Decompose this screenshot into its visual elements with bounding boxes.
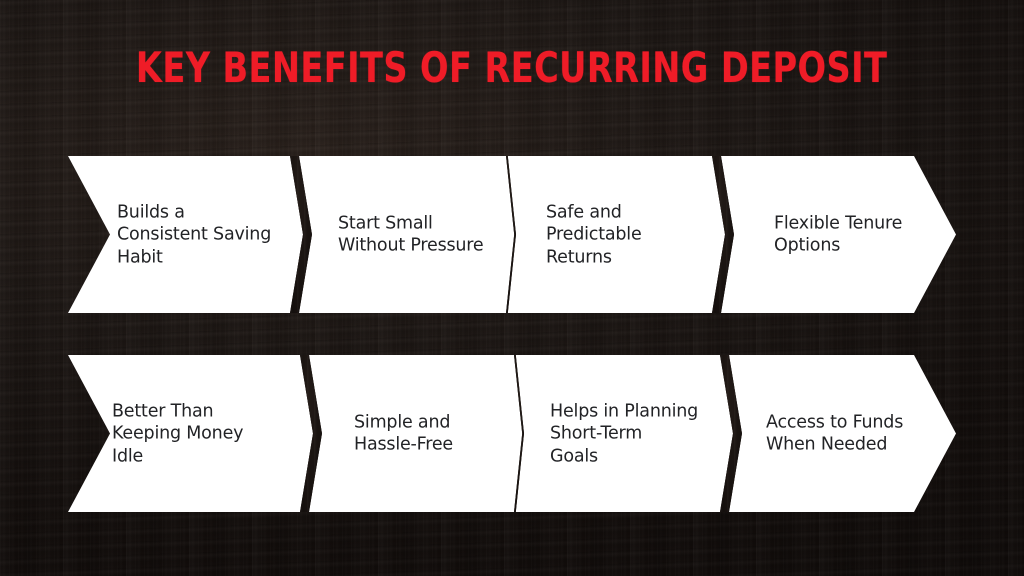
- title-bar: KEY BENEFITS OF RECURRING DEPOSIT: [0, 44, 1024, 92]
- chevron-row-2-band: [68, 355, 956, 512]
- chevron-item-2-2[interactable]: Simple and Hassle-Free: [354, 412, 453, 455]
- chevron-row-1: Builds a Consistent Saving Habit Start S…: [68, 156, 956, 313]
- chevron-item-1-2[interactable]: Start Small Without Pressure: [338, 213, 484, 256]
- chevron-item-1-4[interactable]: Flexible Tenure Options: [774, 213, 903, 256]
- chevron-item-1-3[interactable]: Safe and Predictable Returns: [546, 201, 642, 267]
- chevron-row-1-band: [68, 156, 956, 313]
- page-title: KEY BENEFITS OF RECURRING DEPOSIT: [136, 43, 888, 92]
- chevron-item-2-1[interactable]: Better Than Keeping Money Idle: [112, 400, 244, 466]
- chevron-item-2-3[interactable]: Helps in Planning Short-Term Goals: [550, 400, 699, 466]
- chevron-item-2-4[interactable]: Access to Funds When Needed: [766, 412, 904, 455]
- chevron-item-1-1[interactable]: Builds a Consistent Saving Habit: [117, 201, 272, 267]
- chevron-row-2: Better Than Keeping Money Idle Simple an…: [68, 355, 956, 512]
